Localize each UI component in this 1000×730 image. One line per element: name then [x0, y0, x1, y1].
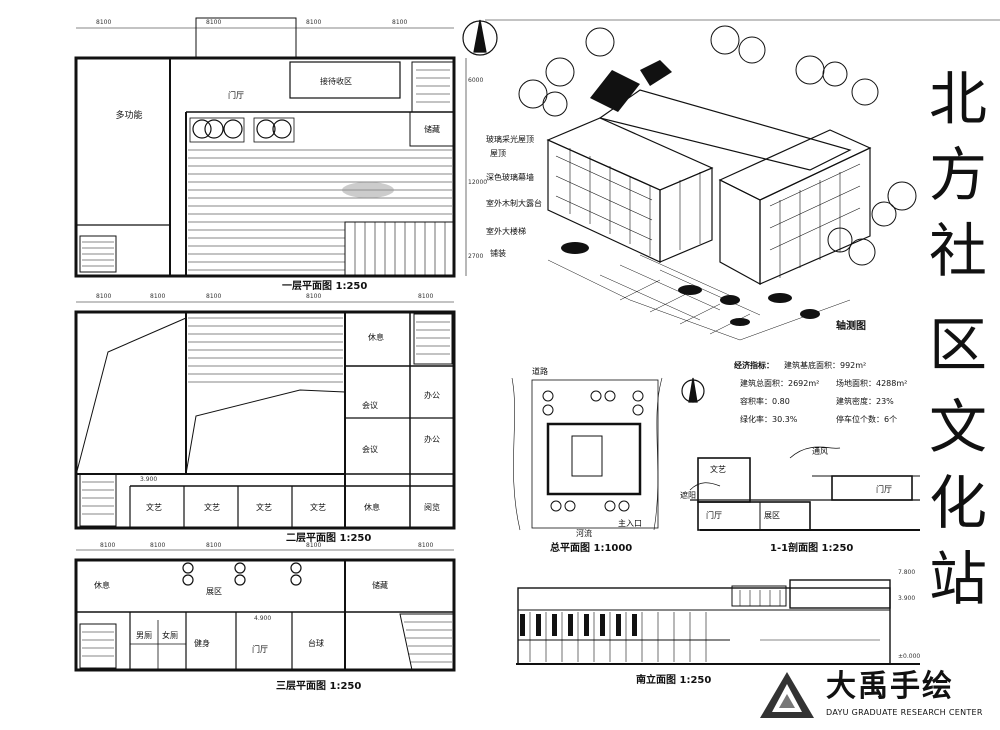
site-road: 道路 — [532, 367, 548, 376]
elevation-level: 3.900 — [898, 595, 916, 602]
room-rest: 休息 — [94, 581, 110, 590]
plan2-dim: 8100 — [206, 293, 222, 300]
plan3-dim: 8100 — [100, 542, 116, 549]
axo-note: 铺装 — [490, 249, 506, 258]
plan2-dim: 8100 — [306, 293, 322, 300]
axo-note: 屋顶 — [490, 149, 506, 158]
room-reception: 接待收区 — [320, 77, 352, 86]
plan2-caption: 二层平面图 1:250 — [286, 533, 372, 544]
elevation-caption: 南立面图 1:250 — [636, 675, 712, 686]
stats-item: 绿化率：30.3% — [740, 415, 798, 424]
room-meeting: 会议 — [362, 445, 378, 454]
plan3-dim: 8100 — [150, 542, 166, 549]
title-char: 方 — [928, 141, 987, 209]
brand-subtitle: DAYU GRADUATE RESEARCH CENTER — [826, 708, 983, 717]
room-office: 办公 — [424, 391, 440, 400]
plan2-level: 3.900 — [140, 476, 158, 483]
axo-note: 玻璃采光屋顶 — [486, 135, 534, 144]
room-storage: 储藏 — [424, 125, 440, 134]
room-wenyi: 文艺 — [146, 503, 162, 512]
title-char: 北 — [928, 65, 987, 133]
axo-note: 深色玻璃幕墙 — [486, 173, 534, 182]
plan3-dim: 8100 — [206, 542, 222, 549]
section-room: 文艺 — [710, 465, 726, 474]
room-wenyi: 文艺 — [256, 503, 272, 512]
title-char: 区 — [928, 311, 987, 379]
title-char: 站 — [928, 545, 987, 613]
elevation-level: ±0.000 — [898, 653, 921, 660]
axo-caption: 轴测图 — [836, 321, 866, 332]
plan3-dim: 8100 — [306, 542, 322, 549]
room-wenyi: 文艺 — [310, 503, 326, 512]
room-multi: 多功能 — [115, 111, 143, 121]
plan1-caption: 一层平面图 1:250 — [282, 281, 368, 292]
stats-heading: 经济指标： — [734, 361, 774, 370]
plan1-dim: 8100 — [392, 19, 408, 26]
stats-item: 场地面积：4288m² — [836, 379, 908, 388]
room-gym: 健身 — [194, 639, 210, 648]
section-wind: 通风 — [812, 447, 828, 456]
section-room: 展区 — [764, 511, 780, 520]
axo-note: 室外大楼梯 — [486, 227, 526, 236]
siteplan-caption: 总平面图 1:1000 — [550, 543, 633, 554]
stats-item: 建筑密度：23% — [836, 397, 894, 406]
site-entrance: 主入口 — [618, 519, 642, 528]
section-caption: 1-1剖面图 1:250 — [770, 543, 854, 554]
brand-block: 大禹手绘 DAYU GRADUATE RESEARCH CENTER — [756, 668, 996, 724]
plan3-dim: 8100 — [418, 542, 434, 549]
plan2-dim: 8100 — [418, 293, 434, 300]
room-rest: 休息 — [368, 333, 384, 342]
elevation-level: 7.800 — [898, 569, 916, 576]
room-exhibit: 展区 — [206, 587, 222, 596]
room-office: 办公 — [424, 435, 440, 444]
plan1-dim-right: 6000 — [468, 77, 484, 84]
plan3-caption: 三层平面图 1:250 — [276, 681, 362, 692]
section-room: 门厅 — [876, 485, 892, 494]
plan1-dim-right: 2700 — [468, 253, 484, 260]
plan1-dim: 8100 — [306, 19, 322, 26]
axo-note: 室外木制大露台 — [486, 199, 542, 208]
title-char: 社 — [928, 217, 987, 285]
room-storage: 储藏 — [372, 581, 388, 590]
room-wenyi: 文艺 — [204, 503, 220, 512]
stats-item: 停车位个数：6个 — [836, 415, 898, 424]
title-char: 文 — [928, 393, 987, 461]
plan1-dim: 8100 — [206, 19, 222, 26]
plan3-level: 4.900 — [254, 615, 272, 622]
brand-name: 大禹手绘 — [826, 669, 954, 704]
room-reading: 阅览 — [424, 503, 440, 512]
room-rest: 休息 — [364, 503, 380, 512]
room-men-toilet: 男厕 — [136, 631, 152, 640]
brand-logo-icon — [760, 672, 814, 718]
plan1-dim-right: 12000 — [468, 179, 488, 186]
room-women-toilet: 女厕 — [162, 631, 178, 640]
title-char: 化 — [928, 469, 987, 537]
stats-item: 建筑总面积：2692m² — [740, 379, 820, 388]
stats-item: 建筑基底面积：992m² — [784, 361, 867, 370]
room-hall: 门厅 — [228, 91, 244, 100]
room-meeting: 会议 — [362, 401, 378, 410]
plan2-dim: 8100 — [150, 293, 166, 300]
plan1-dim: 8100 — [96, 19, 112, 26]
room-hall: 门厅 — [252, 645, 268, 654]
section-room: 门厅 — [706, 511, 722, 520]
room-billiards: 台球 — [308, 639, 324, 648]
section-shade: 遮阳 — [680, 491, 696, 500]
stats-item: 容积率：0.80 — [740, 397, 790, 406]
plan2-dim: 8100 — [96, 293, 112, 300]
site-river: 河流 — [576, 529, 592, 538]
